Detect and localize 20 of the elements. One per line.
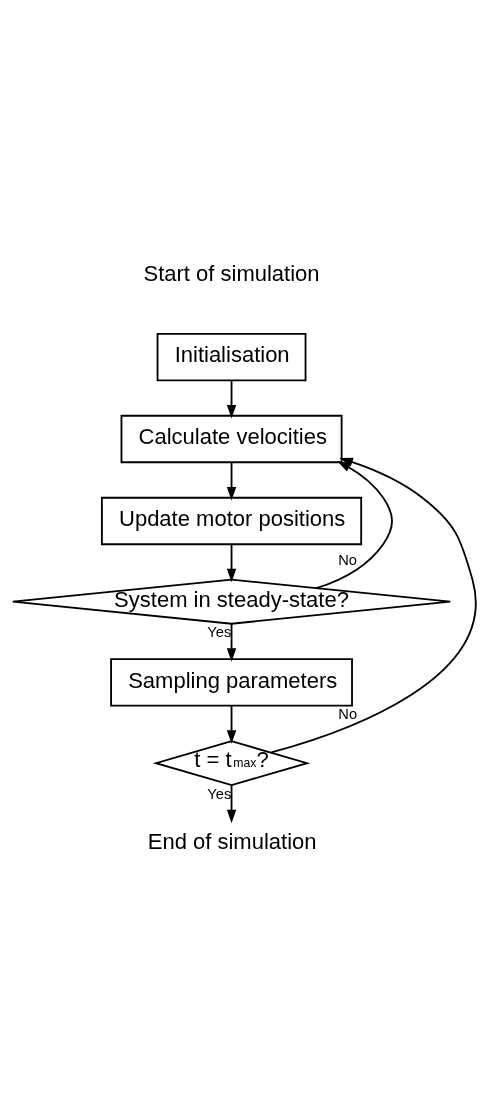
arrow xyxy=(226,704,237,744)
node-text: End of simulation xyxy=(147,828,317,854)
node-box: Update motor positions xyxy=(100,496,363,545)
arrow xyxy=(226,379,237,419)
arrow xyxy=(270,457,477,753)
arrow xyxy=(226,622,237,662)
arrow xyxy=(226,783,237,823)
arrow xyxy=(226,543,237,582)
arrow xyxy=(315,460,393,589)
node-box: Initialisation xyxy=(156,332,307,381)
node-box: Sampling parameters xyxy=(110,657,353,707)
edge-label: No xyxy=(338,705,358,722)
node-box: Calculate velocities xyxy=(120,414,343,463)
label: Start of simulation xyxy=(143,260,320,286)
edge-label: No xyxy=(338,551,357,568)
edge-label: Yes xyxy=(207,623,232,640)
node-diamond: t = tmax? xyxy=(152,739,311,786)
node-diamond: System in steady-state? xyxy=(11,578,452,625)
edge-label: Yes xyxy=(207,785,232,802)
arrow xyxy=(226,461,237,500)
